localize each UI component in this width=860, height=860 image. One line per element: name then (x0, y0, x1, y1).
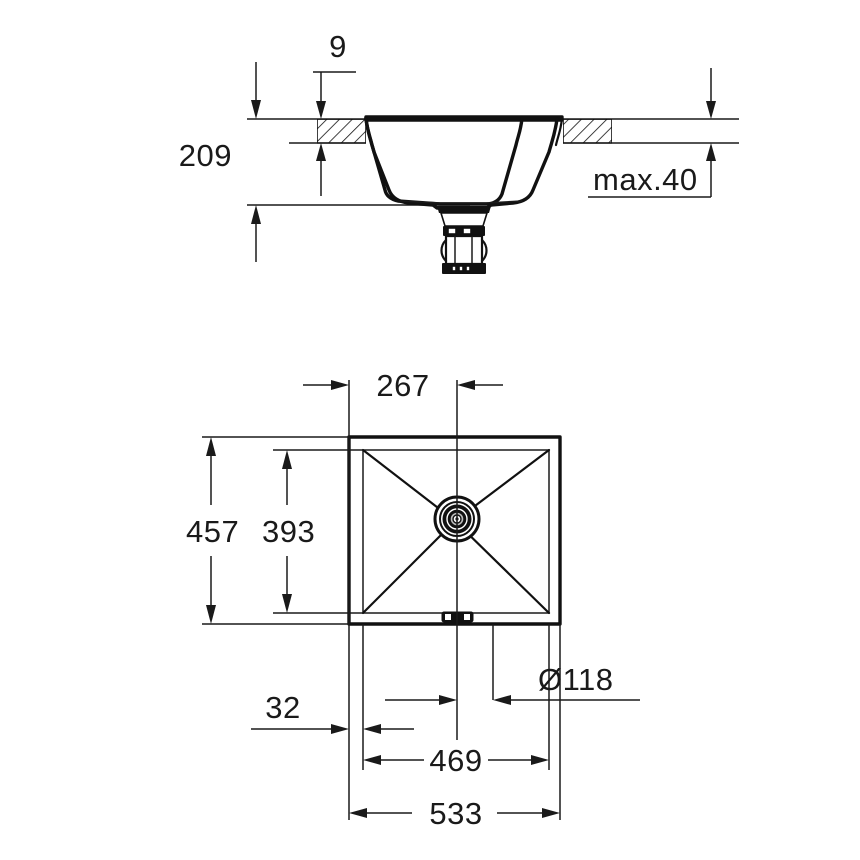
dimension-209: 209 (179, 62, 261, 262)
dimension-533: 533 (349, 796, 560, 831)
dimension-9-label: 9 (329, 29, 347, 64)
dimension-max40: max.40 (588, 68, 716, 198)
dimension-393-label: 393 (262, 514, 315, 549)
dimension-469: 469 (363, 743, 549, 778)
waste-outlet-assembly (437, 206, 491, 274)
dimension-393: 393 (262, 450, 315, 613)
waste-collar (439, 212, 489, 227)
dimension-267-label: 267 (376, 368, 429, 403)
waste-flange (437, 206, 491, 213)
dimension-max40-label: max.40 (593, 162, 698, 197)
waste-nut-upper-notch-right (462, 227, 472, 235)
waste-nut-upper-notch-left (447, 227, 457, 235)
waste-nut-lower-notch-a (451, 265, 457, 272)
waste-nut-lower-notch-b (458, 265, 464, 272)
dimension-457: 457 (186, 437, 239, 624)
bowl-right-upper-wall (554, 116, 564, 147)
dimension-457-label: 457 (186, 514, 239, 549)
dimension-drain-offset-ticks (385, 695, 457, 705)
plan-extension-lines (202, 380, 561, 820)
waste-lobe-right (480, 238, 488, 263)
worktop-hatch-left (317, 119, 366, 144)
waste-nut-lower-notch-c (465, 265, 471, 272)
overflow-slot-hole-left (445, 614, 451, 620)
dimension-32-label: 32 (265, 690, 300, 725)
overflow-slot-hole-right (464, 614, 470, 620)
dimension-32: 32 (251, 690, 414, 734)
sink-rim-section (364, 115, 564, 122)
bowl-floor-inner-line (399, 200, 523, 204)
waste-nut-lower (442, 263, 486, 274)
section-view: 209 9 max.40 (179, 29, 739, 274)
dimension-diameter-118: Ø118 (492, 624, 640, 705)
dimension-533-label: 533 (429, 796, 482, 831)
fold-line-bottom-left (361, 519, 457, 615)
dimension-267: 267 (303, 368, 503, 403)
dimension-469-label: 469 (429, 743, 482, 778)
dimension-d118-label: Ø118 (538, 662, 614, 697)
waste-lobe-left (440, 238, 448, 263)
dimension-9: 9 (313, 29, 356, 196)
dimension-209-label: 209 (179, 138, 232, 173)
worktop-hatch-right (563, 119, 612, 144)
plan-view: 267 457 393 32 (186, 368, 640, 831)
